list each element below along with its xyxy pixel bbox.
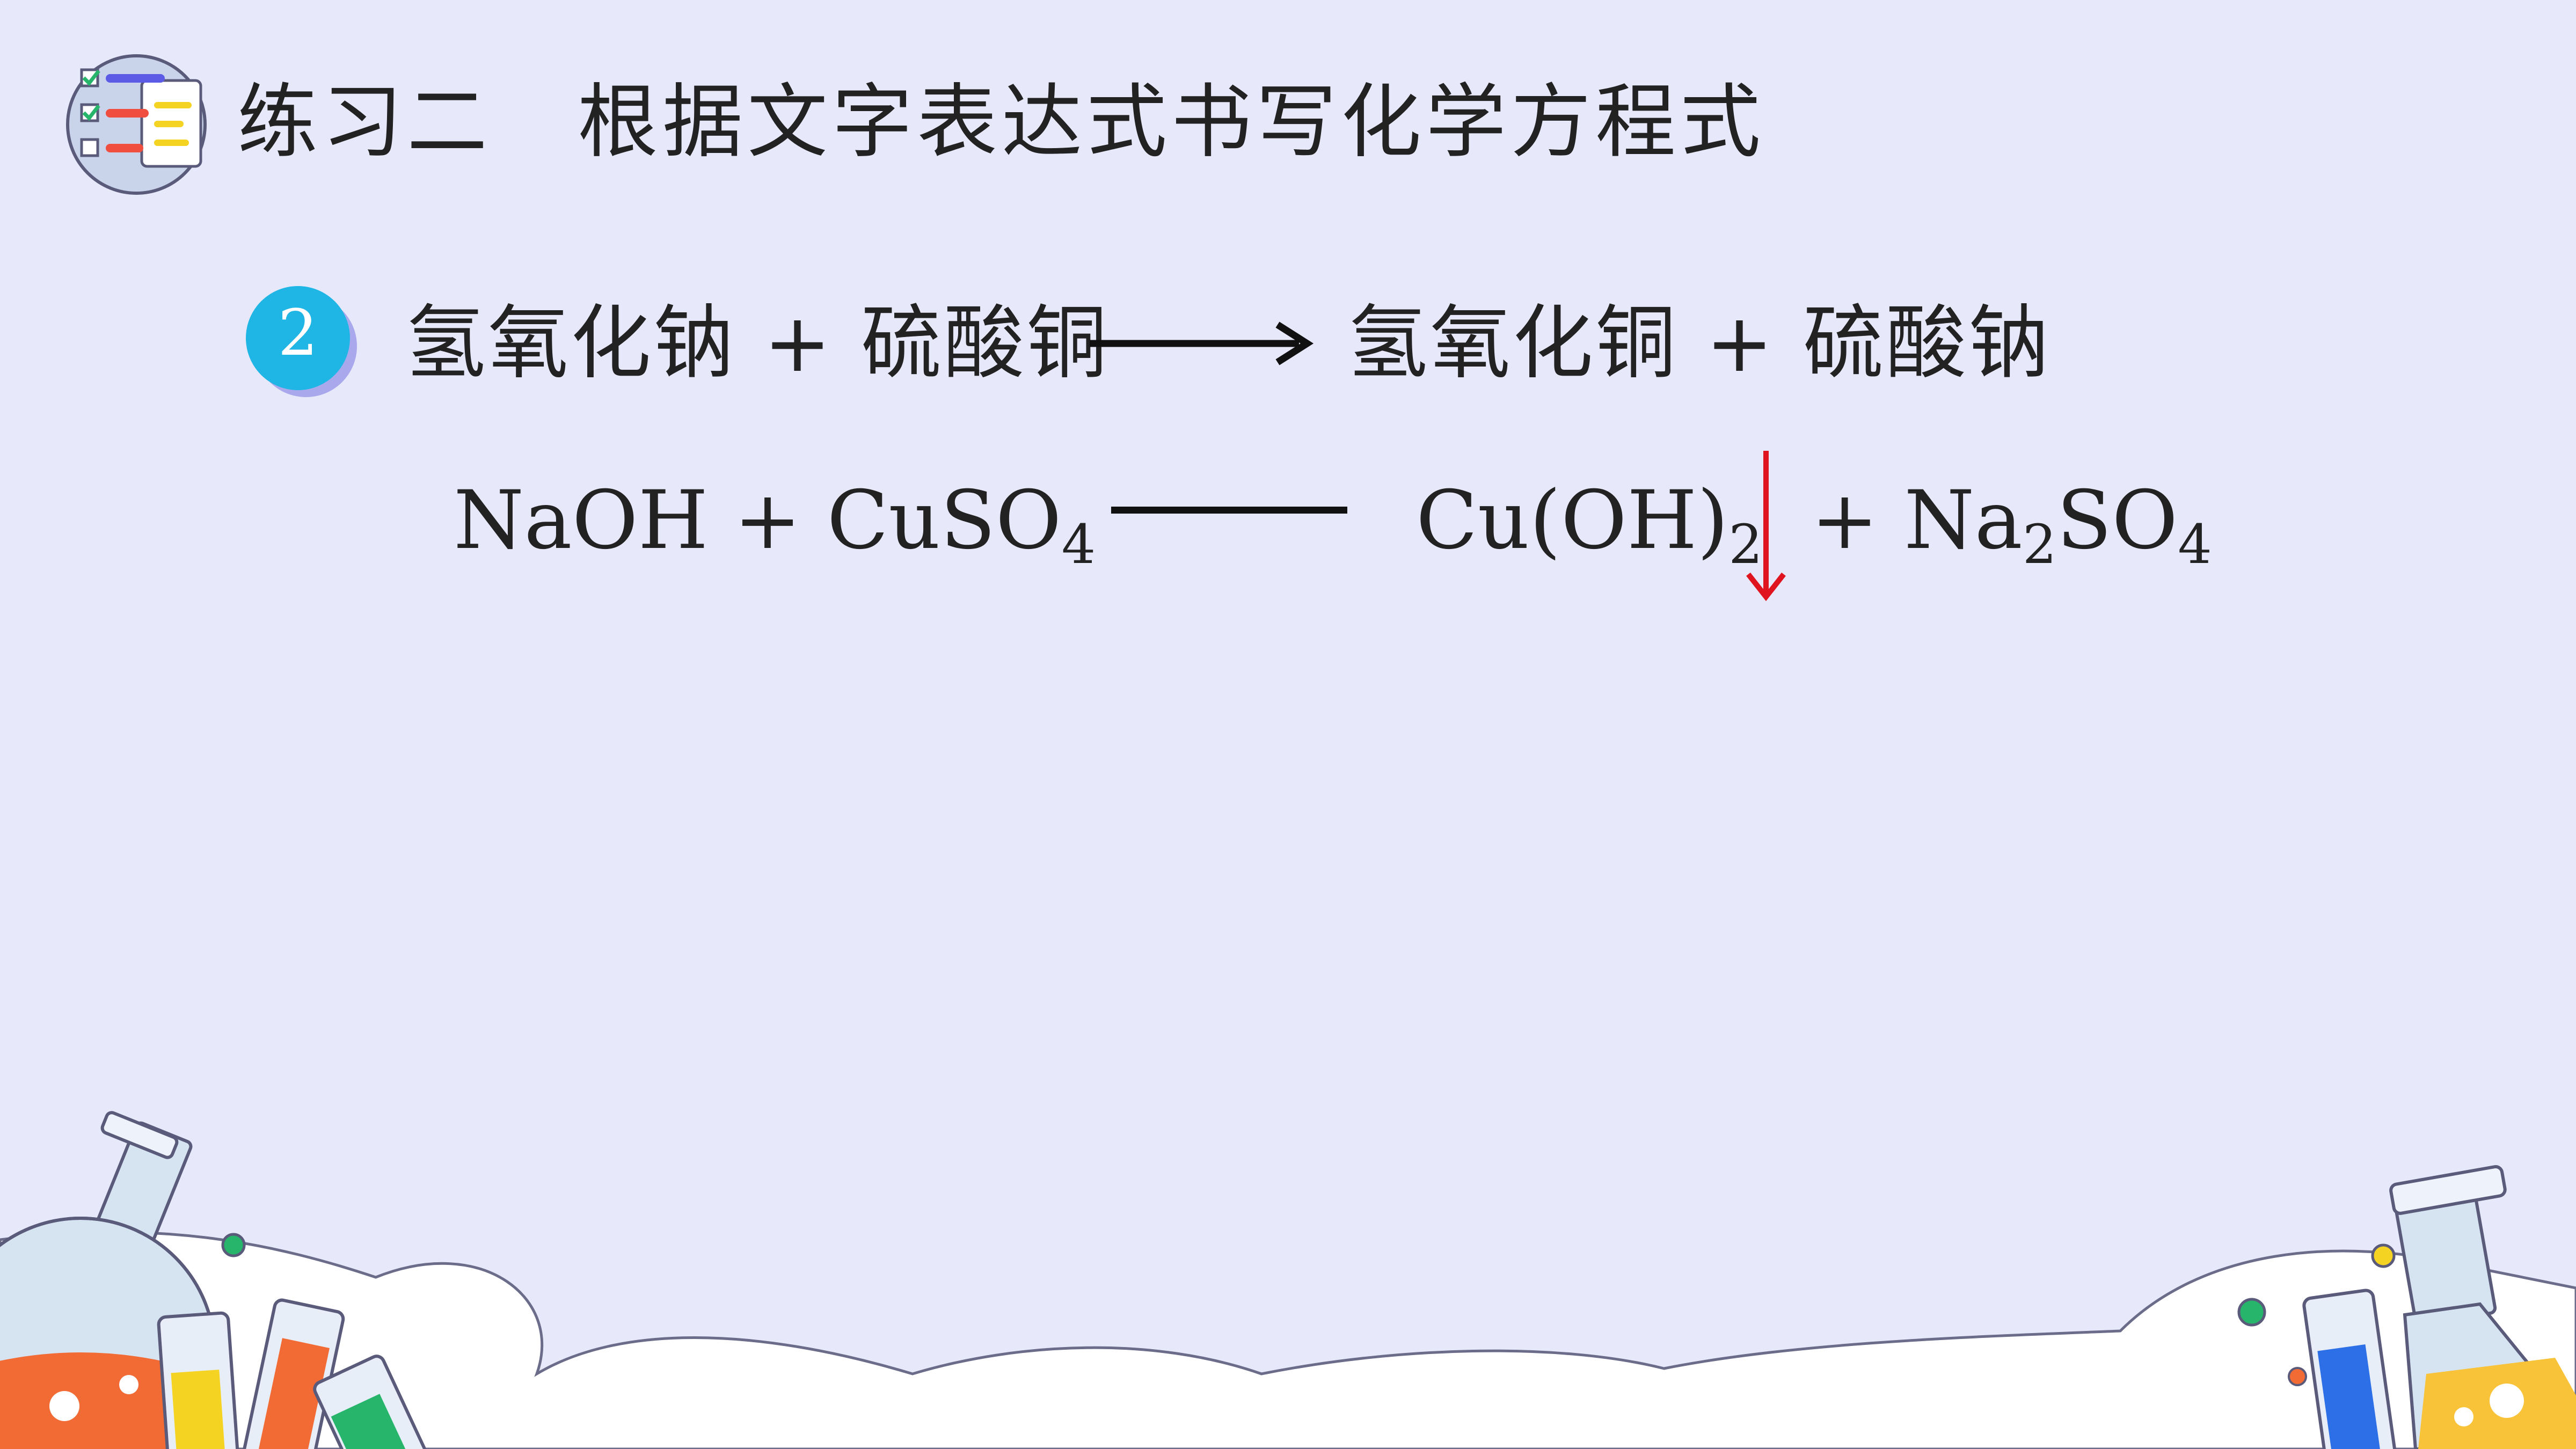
title-text: 根据文字表达式书写化学方程式 xyxy=(578,76,1765,169)
title-prefix: 练习二 xyxy=(237,76,492,169)
formula-naoh: NaOH xyxy=(454,474,709,567)
word-equation-reactants: 氢氧化钠 + 硫酸铜 xyxy=(405,297,1110,390)
round-flask-icon xyxy=(0,1111,216,1449)
right-arrow-icon xyxy=(1090,321,1314,365)
checklist-icon xyxy=(66,54,207,195)
erlenmeyer-flask-icon xyxy=(2389,1165,2576,1449)
chemical-equation-products: Cu(OH)2 + Na2SO4 xyxy=(1416,462,2212,580)
formula-cuoh2: Cu(OH)2 xyxy=(1416,474,1763,576)
formula-cuso4: CuSO4 xyxy=(827,474,1096,576)
formula-na2so4: Na2SO4 xyxy=(1904,474,2212,576)
formula-plus: + xyxy=(734,474,801,567)
equation-line xyxy=(1111,507,1347,514)
formula-plus: + xyxy=(1811,474,1879,567)
chemical-equation-reactants: NaOH + CuSO4 xyxy=(454,462,1096,580)
test-tube-icon xyxy=(157,1298,439,1449)
question-number: 2 xyxy=(278,296,318,370)
question-number-badge xyxy=(246,286,357,397)
down-arrow-icon xyxy=(1746,451,1786,602)
page-title: 练习二根据文字表达式书写化学方程式 xyxy=(237,63,1765,181)
word-equation-products: 氢氧化铜 + 硫酸钠 xyxy=(1347,297,2052,390)
test-tube-icon xyxy=(2302,1289,2400,1449)
